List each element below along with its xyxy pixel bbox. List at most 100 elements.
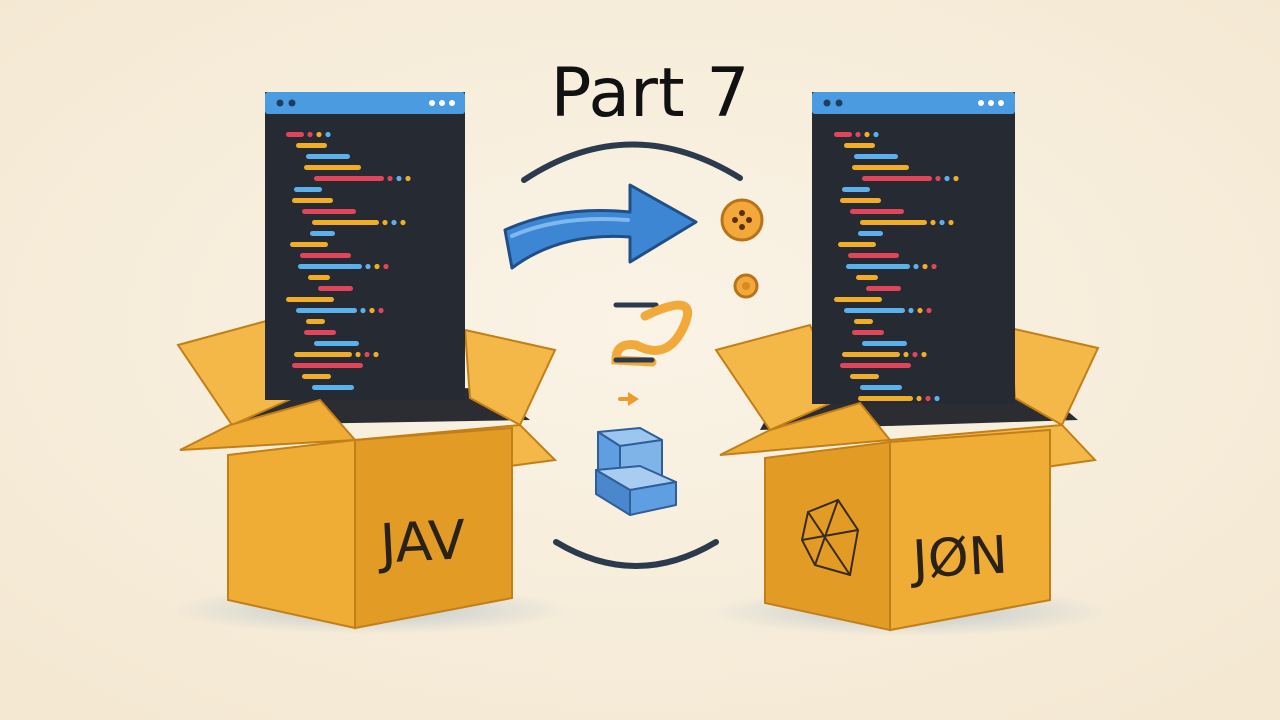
code-dot	[855, 131, 861, 138]
code-dot	[325, 131, 331, 138]
small-coin-icon	[733, 273, 759, 299]
left-code-lines	[286, 131, 411, 390]
geometric-logo-icon	[800, 498, 860, 577]
code-line	[314, 341, 359, 346]
code-dot	[873, 131, 879, 138]
code-dot	[917, 307, 923, 314]
coin-icon	[720, 198, 764, 242]
code-line	[862, 176, 932, 181]
code-dot	[926, 307, 932, 314]
right-code-editor	[812, 92, 1015, 404]
cube-icon	[595, 427, 677, 516]
code-dot	[903, 351, 909, 358]
code-dot	[948, 219, 954, 226]
code-line	[306, 154, 350, 159]
bottom-arc	[553, 539, 719, 569]
left-editor-dot	[449, 100, 455, 106]
left-box-side	[354, 426, 513, 630]
code-dot	[365, 263, 371, 270]
code-dot	[921, 351, 927, 358]
right-editor-body	[812, 92, 1015, 404]
code-dot	[953, 175, 959, 182]
code-line	[290, 242, 328, 247]
code-line	[308, 275, 330, 280]
code-line	[844, 143, 875, 148]
right-box-side	[889, 428, 1051, 632]
code-dot	[405, 175, 411, 182]
left-box-front	[227, 438, 356, 630]
code-line	[834, 132, 852, 137]
code-dot	[369, 307, 375, 314]
code-line	[862, 341, 907, 346]
code-line	[856, 275, 878, 280]
code-line	[286, 132, 304, 137]
code-line	[298, 264, 362, 269]
code-dot	[400, 219, 406, 226]
right-editor-titlebar	[812, 92, 1015, 114]
code-line	[312, 220, 379, 225]
swap-icon	[611, 300, 693, 367]
code-dot	[360, 307, 366, 314]
code-line	[304, 330, 336, 335]
page-title: Part 7	[550, 54, 749, 133]
code-line	[838, 242, 876, 247]
code-dot	[944, 175, 950, 182]
code-line	[850, 209, 904, 214]
code-dot	[864, 131, 870, 138]
code-dot	[396, 175, 402, 182]
right-editor-dot	[998, 100, 1004, 106]
code-dot	[925, 395, 931, 402]
code-line	[842, 187, 870, 192]
code-line	[852, 165, 909, 170]
right-editor-dot	[835, 99, 843, 107]
left-editor-dot	[439, 100, 445, 106]
code-dot	[364, 351, 370, 358]
left-editor-titlebar	[265, 92, 465, 114]
left-box-label: JAV	[376, 508, 468, 576]
code-line	[286, 297, 334, 302]
code-dot	[387, 175, 393, 182]
code-dot	[373, 351, 379, 358]
code-dot	[378, 307, 384, 314]
code-dot	[935, 175, 941, 182]
code-line	[292, 198, 333, 203]
code-line	[846, 264, 910, 269]
left-code-editor	[265, 92, 465, 400]
code-dot	[916, 395, 922, 402]
code-dot	[922, 263, 928, 270]
code-line	[842, 352, 900, 357]
code-dot	[374, 263, 380, 270]
top-arc	[521, 141, 743, 183]
code-dot	[930, 219, 936, 226]
right-editor-dot	[988, 100, 994, 106]
right-box-label: JØN	[908, 526, 1009, 591]
code-dot	[913, 263, 919, 270]
code-dot	[355, 351, 361, 358]
code-line	[840, 363, 911, 368]
code-line	[306, 319, 325, 324]
code-line	[292, 363, 363, 368]
left-editor-dot	[276, 99, 284, 107]
code-dot	[939, 219, 945, 226]
code-line	[304, 165, 361, 170]
code-line	[840, 198, 881, 203]
code-line	[850, 374, 879, 379]
small-arrow-icon	[618, 392, 639, 406]
code-line	[852, 330, 884, 335]
code-line	[302, 209, 356, 214]
code-line	[312, 385, 354, 390]
right-box-group: JØN	[714, 92, 1100, 632]
right-editor-dot	[823, 99, 831, 107]
code-line	[860, 385, 902, 390]
code-dot	[931, 263, 937, 270]
code-dot	[391, 219, 397, 226]
code-dot	[316, 131, 322, 138]
code-dot	[912, 351, 918, 358]
right-editor-dot	[978, 100, 984, 106]
code-line	[866, 286, 901, 291]
arrow-right-icon	[503, 183, 698, 270]
code-line	[854, 154, 898, 159]
code-dot	[307, 131, 313, 138]
code-line	[302, 374, 331, 379]
